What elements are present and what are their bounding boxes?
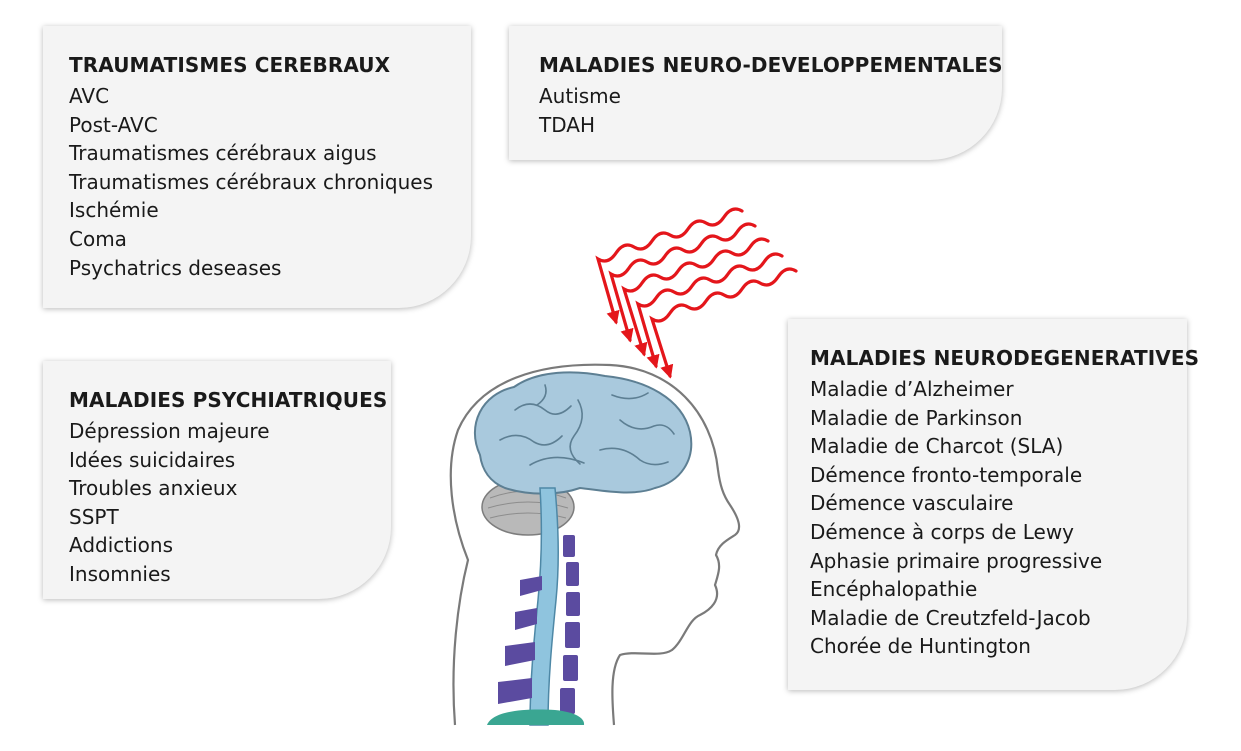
list-item: Démence fronto-temporale	[810, 462, 1083, 487]
neurodegenerative-list: Maladie d’Alzheimer Maladie de Parkinson…	[810, 375, 1163, 661]
neurodev-title: MALADIES NEURO-DEVELOPPEMENTALES	[539, 53, 1003, 77]
list-item: Troubles anxieux	[69, 476, 238, 501]
neurodev-list: Autisme TDAH	[539, 82, 978, 139]
list-item: Démence à corps de Lewy	[810, 519, 1075, 544]
psychiatric-title: MALADIES PSYCHIATRIQUES	[69, 388, 388, 412]
neurodev-card: MALADIES NEURO-DEVELOPPEMENTALES Autisme…	[509, 26, 1003, 160]
trauma-title: TRAUMATISMES CEREBRAUX	[69, 53, 391, 77]
psychiatric-list: Dépression majeure Idées suicidaires Tro…	[69, 417, 367, 589]
wave-icon	[608, 222, 757, 343]
brain-folds	[499, 384, 675, 466]
wave-icon	[621, 237, 770, 357]
wave-icon	[649, 267, 798, 379]
list-item: SSPT	[69, 504, 119, 529]
list-item: Démence vasculaire	[810, 491, 1014, 516]
list-item: Chorée de Huntington	[810, 634, 1031, 659]
list-item: Maladie de Parkinson	[810, 405, 1023, 430]
list-item: Encéphalopathie	[810, 577, 978, 602]
psychiatric-card: MALADIES PSYCHIATRIQUES Dépression majeu…	[43, 361, 391, 599]
list-item: Maladie d’Alzheimer	[810, 377, 1014, 401]
list-item: Traumatismes cérébraux aigus	[69, 141, 377, 166]
head-brain-illustration	[449, 207, 798, 726]
list-item: Insomnies	[69, 561, 171, 586]
trauma-card: TRAUMATISMES CEREBRAUX AVC Post-AVC Trau…	[43, 26, 471, 308]
neurodegenerative-card: MALADIES NEURODEGENERATIVES Maladie d’Al…	[788, 319, 1200, 690]
wave-icon	[635, 252, 784, 369]
brain	[473, 371, 693, 495]
list-item: AVC	[69, 84, 110, 108]
list-item: Addictions	[69, 533, 174, 558]
neurodegenerative-title: MALADIES NEURODEGENERATIVES	[810, 346, 1200, 370]
list-item: Coma	[69, 226, 127, 251]
waves-group	[595, 207, 798, 379]
head-outline	[449, 363, 741, 726]
trauma-list: AVC Post-AVC Traumatismes cérébraux aigu…	[69, 82, 447, 282]
list-item: Maladie de Charcot (SLA)	[810, 434, 1064, 459]
list-item: Ischémie	[69, 198, 159, 223]
list-item: Idées suicidaires	[69, 447, 236, 472]
list-item: TDAH	[539, 112, 595, 137]
list-item: Traumatismes cérébraux chroniques	[69, 169, 434, 194]
list-item: Maladie de Creutzfeld-Jacob	[810, 605, 1091, 630]
list-item: Autisme	[539, 84, 621, 108]
vertebrae	[498, 535, 580, 714]
list-item: Post-AVC	[69, 112, 158, 137]
list-item: Dépression majeure	[69, 419, 270, 443]
list-item: Aphasie primaire progressive	[810, 548, 1103, 573]
spine-base	[487, 709, 585, 725]
list-item: Psychatrics deseases	[69, 255, 282, 280]
wave-icon	[595, 207, 744, 325]
